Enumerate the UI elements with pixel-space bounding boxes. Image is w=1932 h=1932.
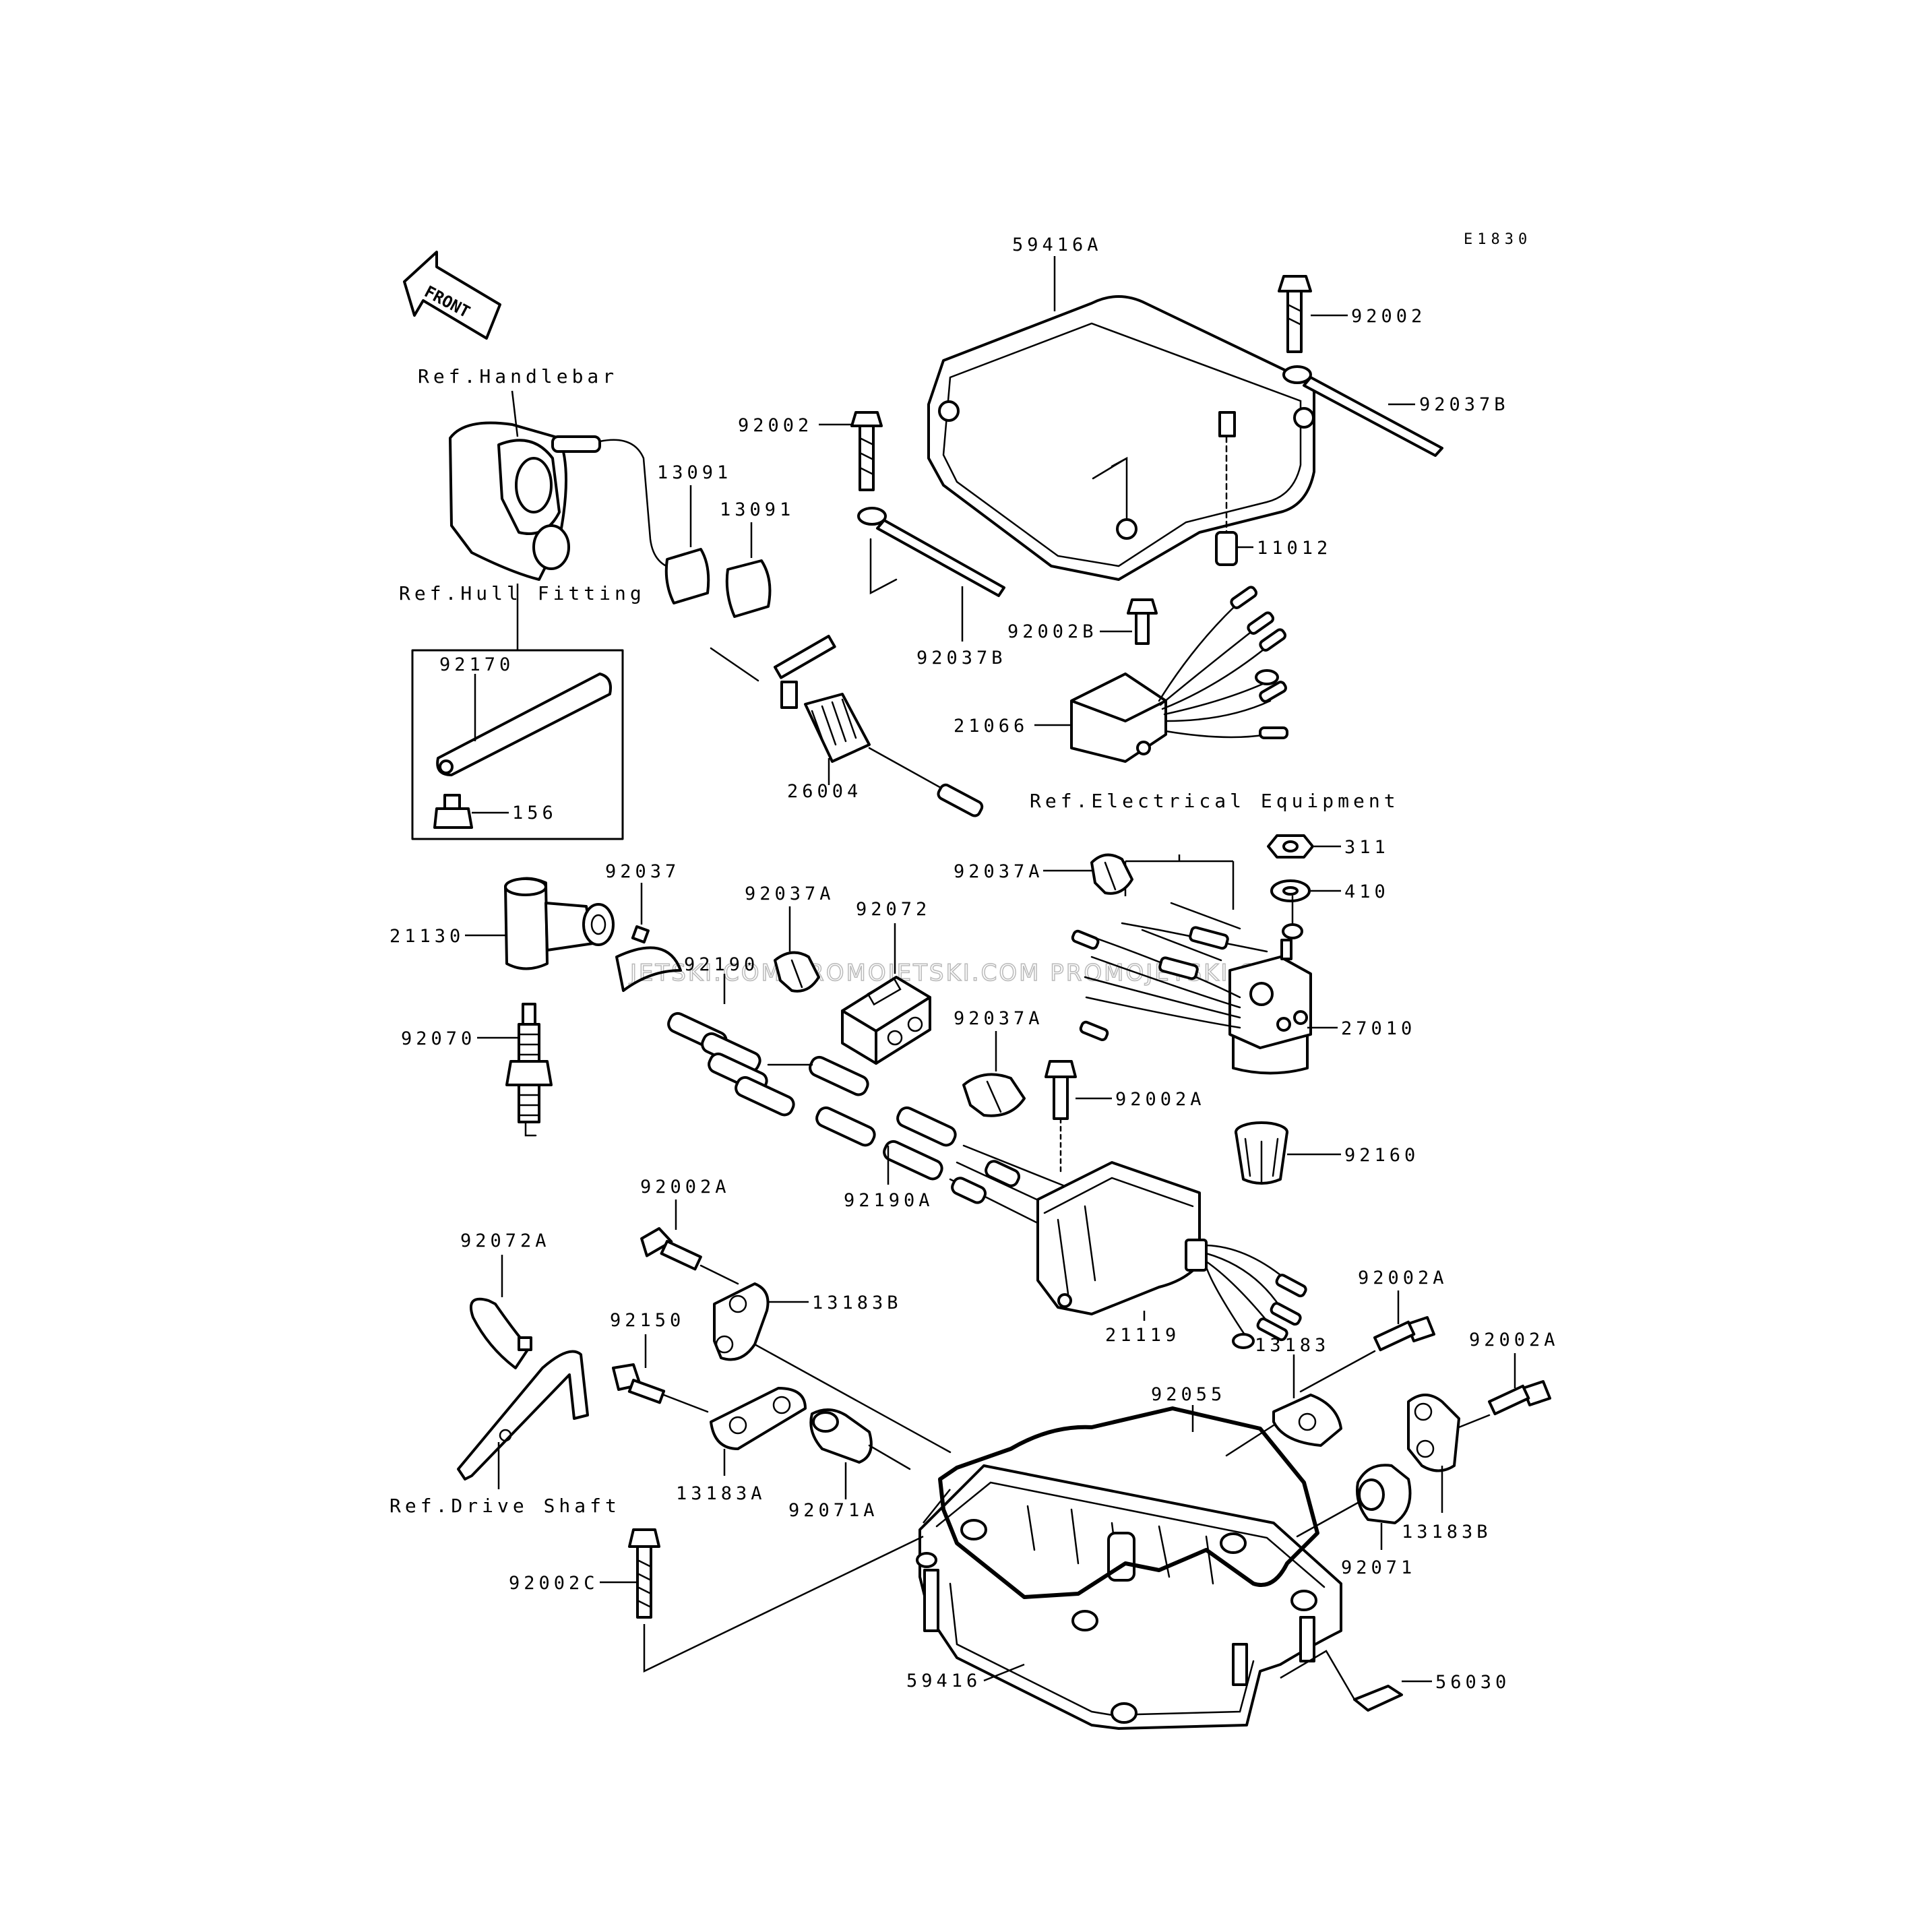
bolt-icon (640, 1227, 739, 1285)
bolt-icon (1278, 275, 1312, 353)
label-92072: 92072 (856, 899, 931, 920)
label-92002-top: 92002 (1351, 306, 1426, 327)
label-92002A-right1: 92002A (1358, 1268, 1448, 1288)
front-arrow-icon: FRONT (403, 251, 501, 340)
label-410: 410 (1344, 881, 1390, 902)
label-311: 311 (1344, 837, 1390, 858)
bracket-icon (1407, 1394, 1460, 1513)
label-92037B-mid: 92037B (916, 648, 1007, 668)
label-59416: 59416 (906, 1671, 981, 1691)
ref-electrical-equipment: Ref.Electrical Equipment (1030, 790, 1400, 812)
label-92037A-top: 92037A (954, 861, 1044, 882)
hull-strap-icon (433, 673, 612, 829)
bolt-icon (628, 1528, 924, 1673)
rubber-mount-icon (1296, 1464, 1412, 1550)
label-13183B-right: 13183B (1402, 1522, 1492, 1543)
label-92037B-top: 92037B (1419, 394, 1509, 415)
ref-handlebar: Ref.Handlebar (418, 365, 618, 387)
bracket-icon (713, 1282, 952, 1454)
label-56030: 56030 (1435, 1672, 1510, 1693)
handlebar-switch-icon (449, 390, 679, 606)
throttle-cable-icon (710, 635, 984, 817)
label-13091-a: 13091 (657, 462, 732, 483)
clamp-icon (1090, 853, 1133, 895)
plug-cap-icon (504, 877, 615, 970)
spark-plug-icon (505, 1003, 553, 1137)
label-26004: 26004 (787, 781, 862, 802)
boot-cap-icon (1235, 1121, 1288, 1185)
rubber-cap-icon (664, 485, 772, 618)
label-13183: 13183 (1255, 1335, 1330, 1356)
label-92072A: 92072A (460, 1230, 551, 1251)
label-92002A-center: 92002A (1115, 1089, 1206, 1110)
clamp-icon (774, 951, 820, 993)
nut-icon (1267, 834, 1314, 859)
junction-block-icon (841, 976, 931, 1065)
label-92071A: 92071A (788, 1500, 879, 1521)
bracket-icon (1225, 1354, 1342, 1457)
label-92037: 92037 (605, 861, 680, 882)
label-92055: 92055 (1151, 1384, 1226, 1405)
ignition-coil-icon (1036, 1161, 1307, 1349)
bolt-icon (850, 411, 883, 491)
bolt-icon (1127, 598, 1158, 645)
label-92170: 92170 (439, 654, 514, 675)
label-92160: 92160 (1344, 1145, 1419, 1166)
label-92037A-left: 92037A (745, 883, 835, 904)
label-13183B-left: 13183B (812, 1292, 902, 1313)
label-13183A: 13183A (676, 1483, 766, 1504)
gasket-icon (938, 1406, 1319, 1599)
tube-icon (667, 974, 1066, 1228)
label-21119: 21119 (1105, 1325, 1180, 1346)
label-156: 156 (512, 803, 557, 823)
clamp-icon (962, 1073, 1026, 1117)
clip-icon (615, 946, 682, 992)
rubber-mount-icon (809, 1408, 911, 1499)
ref-drive-shaft: Ref.Drive Shaft (389, 1495, 621, 1517)
seal-icon (1280, 1650, 1403, 1712)
spacer-icon (1215, 411, 1238, 566)
washer-icon (1270, 879, 1311, 902)
label-92002B: 92002B (1007, 621, 1098, 642)
label-92002C: 92002C (509, 1573, 599, 1594)
strap-icon (1282, 365, 1443, 457)
bolt-icon (1045, 1060, 1077, 1173)
label-21066: 21066 (954, 716, 1028, 737)
ref-hull-fitting: Ref.Hull Fitting (399, 582, 646, 604)
label-59416A: 59416A (1012, 235, 1102, 255)
diagram-code: E1830 (1464, 231, 1532, 248)
regulator-icon (1070, 586, 1288, 763)
strap-icon (857, 507, 1005, 597)
label-27010: 27010 (1341, 1018, 1416, 1039)
bolt-icon (1454, 1380, 1551, 1430)
label-92150: 92150 (610, 1310, 685, 1331)
label-92071: 92071 (1341, 1557, 1416, 1578)
label-92037A-mid: 92037A (954, 1008, 1044, 1029)
bolt-icon (1299, 1316, 1435, 1393)
electric-case-cover-icon (927, 295, 1315, 581)
label-13091-b: 13091 (720, 499, 794, 520)
label-92070: 92070 (401, 1028, 476, 1049)
label-11012: 11012 (1257, 538, 1332, 559)
drive-shaft-bracket-icon (457, 1350, 589, 1489)
label-92002A-right2: 92002A (1469, 1330, 1559, 1350)
label-92190A: 92190A (844, 1190, 934, 1211)
label-92190: 92190 (684, 954, 759, 975)
starter-relay-icon (1071, 895, 1312, 1075)
screw-icon (612, 1363, 709, 1413)
cable-tie-icon (469, 1255, 532, 1369)
label-21130: 21130 (389, 926, 464, 947)
label-92002-mid: 92002 (738, 415, 813, 436)
label-92002A-left: 92002A (640, 1177, 730, 1197)
bracket-icon (710, 1387, 807, 1476)
